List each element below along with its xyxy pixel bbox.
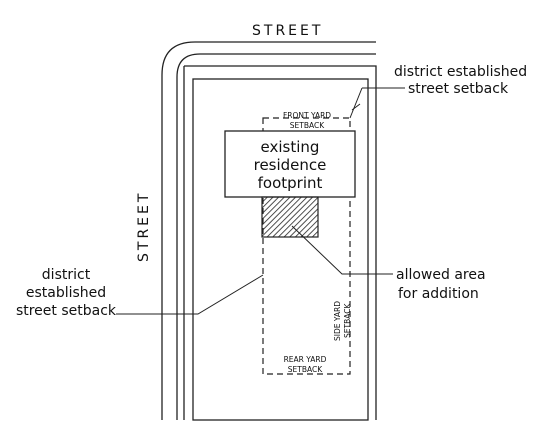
- allowed-area-label-line1: allowed area: [396, 267, 486, 283]
- street-setback-left-label-line3: street setback: [16, 303, 117, 319]
- residence-label-line2: residence: [254, 156, 327, 174]
- rear-yard-label-line1: REAR YARD: [284, 355, 327, 364]
- street-setback-left-label-line1: district: [42, 267, 91, 283]
- street-label-side: STREET: [136, 191, 152, 262]
- leader-street-setback-top-tick: [351, 103, 361, 111]
- lot-boundary: [192, 78, 369, 421]
- leader-street-setback-left: [116, 274, 264, 315]
- rear-yard-label-line2: SETBACK: [288, 365, 323, 374]
- lot-line-outer: [184, 65, 377, 420]
- front-yard-label-line2: SETBACK: [290, 121, 325, 130]
- street-setback-top-label-line1: district established: [394, 64, 527, 80]
- residence-footprint: [224, 130, 356, 198]
- setback-envelope: [262, 117, 351, 375]
- leader-allowed-area: [291, 225, 393, 275]
- street-setback-top-label-line2: street setback: [408, 81, 509, 97]
- street-setback-left-label-line2: established: [26, 285, 106, 301]
- street-curb-outer: [161, 41, 376, 420]
- street-curb-inner: [176, 53, 376, 420]
- street-label-top: STREET: [252, 23, 323, 39]
- leader-street-setback-top-diag: [349, 87, 363, 119]
- side-yard-label-line2: SETBACK: [343, 303, 352, 338]
- front-yard-label-line1: FRONT YARD: [283, 111, 331, 120]
- side-yard-label-line1: SIDE YARD: [333, 301, 342, 341]
- residence-label-line3: footprint: [258, 174, 323, 192]
- allowed-area-hatch: [261, 196, 319, 238]
- residence-label-line1: existing: [261, 138, 320, 156]
- allowed-area-label-line2: for addition: [398, 286, 479, 302]
